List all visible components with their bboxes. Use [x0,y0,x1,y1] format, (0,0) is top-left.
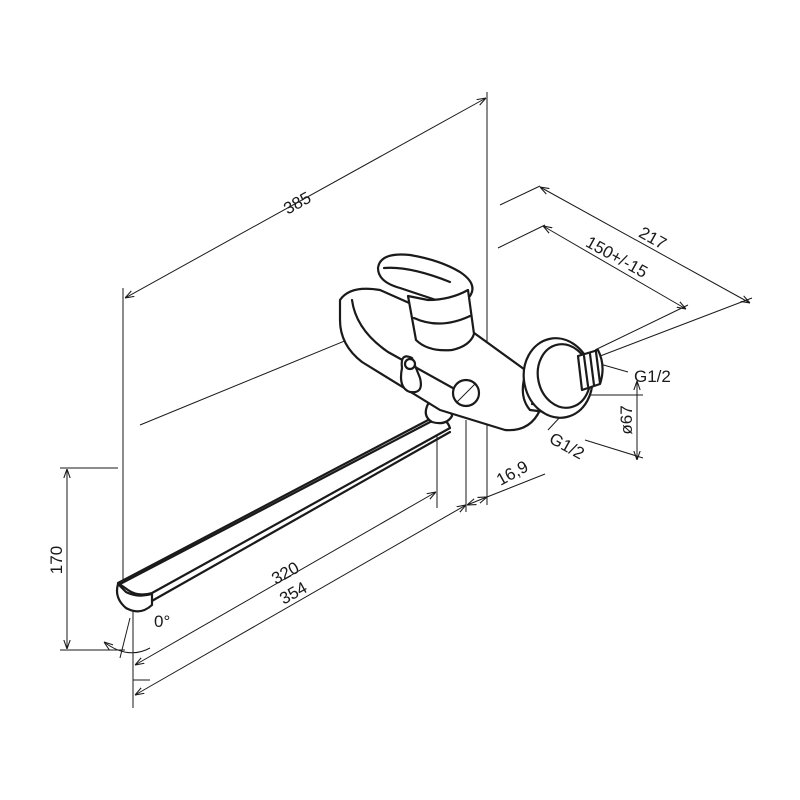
label-angle: 0° [154,612,170,631]
faucet [115,253,604,613]
dim-354 [135,505,466,695]
dim-385 [125,98,486,298]
label-217: 217 [636,223,670,253]
label-67: ø67 [617,405,636,434]
dimension-lines [67,98,750,695]
label-385: 385 [280,188,314,218]
dim-16-9-tail [486,473,546,498]
label-16-9: 16,9 [493,457,531,490]
dim-16-9 [467,497,487,505]
cartridge-housing [406,288,476,352]
spout-outlet [115,582,154,613]
label-170: 170 [47,546,66,574]
lever-handle [376,253,474,304]
dim-150 [543,226,686,309]
swivel-arc [104,642,151,654]
label-g12-mixer: G1/2 [546,429,587,463]
label-g12-wall: G1/2 [634,367,671,386]
